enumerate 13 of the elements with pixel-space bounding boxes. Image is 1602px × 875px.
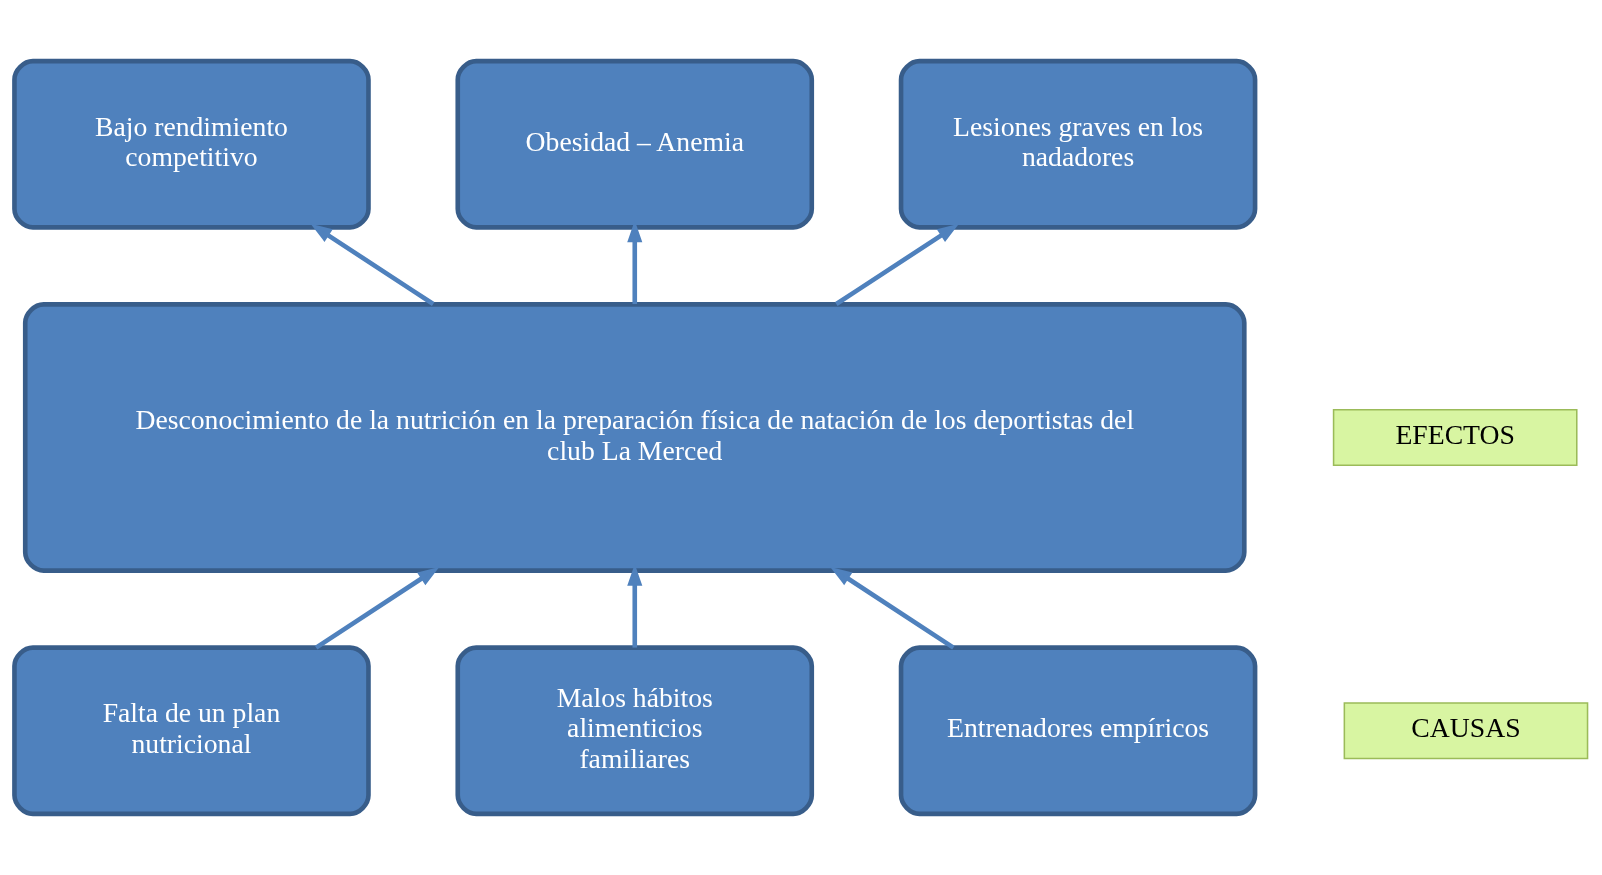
arrow [830, 566, 955, 650]
node-box: EFECTOS [1332, 409, 1578, 466]
arrow [835, 223, 959, 306]
node-box: CAUSAS [1343, 702, 1589, 760]
node-box: Entrenadores empíricos [898, 645, 1258, 817]
node-box: Lesiones graves en los nadadores [898, 58, 1258, 230]
node-box: Obesidad – Anemia [455, 58, 815, 230]
node-box: Malos hábitos alimenticios familiares [455, 645, 815, 817]
node-box: Falta de un plan nutricional [12, 645, 371, 817]
arrow [310, 223, 435, 306]
node-box: Bajo rendimiento competitivo [12, 58, 371, 230]
node-box: Desconocimiento de la nutrición en la preparación física de natación de los deportistas del club La Merced [22, 302, 1247, 573]
arrow [314, 566, 440, 650]
